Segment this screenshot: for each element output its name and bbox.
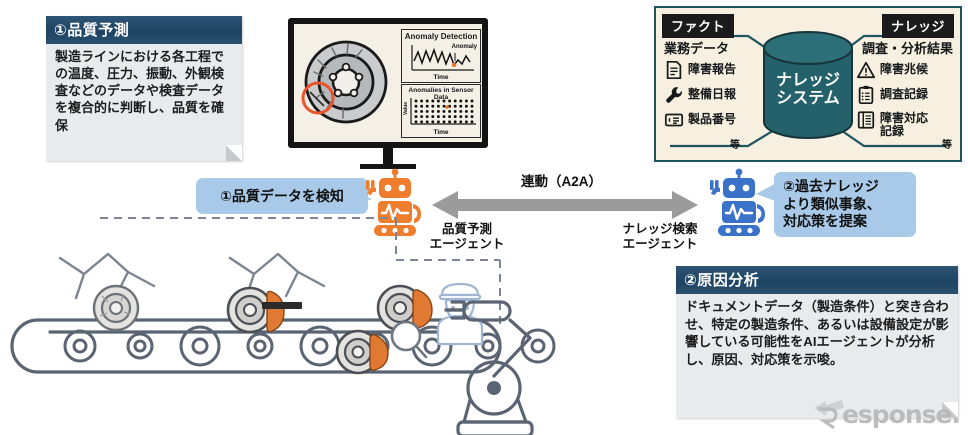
quality-agent-label-line1: 品質予測 [441, 222, 492, 236]
document-icon [666, 60, 682, 80]
quality-agent-label-line2: エージェント [429, 236, 505, 251]
knowledge-agent-label-line1: ナレッジ検索 [622, 222, 698, 236]
a2a-link-label: 連動（A2A） [521, 174, 603, 189]
cause-analysis-card-header: ②原因分析 [676, 266, 958, 294]
agent-to-inspection-dashed-link [100, 217, 501, 326]
response-watermark: esponse. [812, 399, 961, 430]
fact-item-incident-report: 障害報告 [664, 60, 736, 80]
warning-triangle-icon [856, 61, 876, 79]
monitor-screen: Anomaly Detection Anomaly Time Anomalies… [294, 24, 482, 142]
sensor-anomalies-chart: Anomalies in Sensor Data Value Time [401, 84, 481, 138]
knowledge-tab: ナレッジ [881, 14, 954, 38]
anomaly-detection-xlabel: Time [433, 74, 449, 81]
knowledge-column-title: 調査・分析結果 [861, 41, 953, 56]
knowledge-system-center-label: ナレッジ システム [758, 72, 858, 108]
knowledge-etc-label: 等 [942, 140, 952, 151]
quality-prediction-card-body: 製造ラインにおける各工程での温度、圧力、振動、外観検査などのデータや検査データを… [55, 49, 225, 133]
ticket-icon [664, 113, 684, 127]
anomaly-detection-chart: Anomaly Detection Anomaly Time [401, 29, 481, 83]
quality-prediction-agent-robot [366, 168, 421, 236]
center-label-line2: システム [776, 89, 840, 107]
fact-etc-label: 等 [730, 140, 740, 151]
quality-prediction-card: ①品質予測 製造ラインにおける各工程での温度、圧力、振動、外観検査などのデータや… [46, 16, 242, 161]
center-label-line1: ナレッジ [775, 72, 840, 89]
clipboard-icon [858, 85, 874, 105]
sensor-anomalies-chart-title: Anomalies in Sensor Data [408, 87, 474, 101]
knowledge-item-label: 障害兆候 [880, 62, 929, 76]
knowledge-search-agent-label: ナレッジ検索 エージェント [608, 222, 712, 252]
quality-bubble-tail [350, 190, 372, 208]
a2a-double-arrow [432, 191, 698, 219]
knowledge-bubble-tail [756, 182, 778, 202]
quality-prediction-agent-label: 品質予測 エージェント [422, 222, 512, 252]
fact-item-label: 製品番号 [688, 112, 737, 126]
knowledge-item-failure-response-record: 障害対応 記録 [856, 110, 928, 137]
ledger-icon [857, 111, 875, 129]
response-logo-icon [813, 400, 844, 430]
fact-item-label: 障害報告 [688, 62, 737, 76]
quality-data-detected-bubble: ①品質データを検知 [196, 178, 368, 214]
response-watermark-text: esponse. [841, 399, 961, 429]
knowledge-bubble-line3: 対応策を提案 [783, 213, 867, 230]
sensor-anomalies-xlabel: Time [433, 129, 449, 136]
fact-item-product-number: 製品番号 [664, 110, 736, 130]
anomaly-annotation-label: Anomaly [451, 44, 477, 50]
anomaly-detection-chart-title: Anomaly Detection [404, 32, 478, 41]
knowledge-database-cylinder [763, 31, 853, 139]
card-fold-corner [942, 402, 958, 418]
knowledge-search-agent-robot [710, 168, 765, 236]
cause-analysis-card: ②原因分析 ドキュメントデータ（製造条件）と突き合わせ、特定の製造条件、あるいは… [676, 266, 958, 418]
knowledge-item-failure-sign: 障害兆候 [856, 60, 928, 80]
knowledge-item-investigation-record: 調査記録 [856, 85, 928, 105]
fact-item-maintenance-log: 整備日報 [664, 85, 736, 105]
knowledge-bubble-line1: ②過去ナレッジ [783, 178, 879, 194]
knowledge-item-label: 障害対応 記録 [880, 111, 929, 138]
quality-prediction-card-header: ①品質予測 [46, 16, 242, 44]
fact-tab: ファクト [662, 14, 735, 38]
fact-item-label: 整備日報 [688, 87, 737, 101]
brake-rotor-illustration [301, 40, 388, 124]
knowledge-bubble-line2: より類似事象、 [783, 195, 881, 212]
fact-column-title: 業務データ [664, 41, 730, 56]
knowledge-item-label: 調査記録 [880, 87, 929, 101]
card-fold-corner [226, 145, 242, 161]
inspection-magnifier-group [335, 320, 428, 375]
knowledge-system-panel: ナレッジ システム ファクト ナレッジ 業務データ 調査・分析結果 障害報告 整… [654, 6, 962, 162]
monitor-display: Anomaly Detection Anomaly Time Anomalies… [288, 18, 488, 169]
articulated-robot-arm [444, 300, 534, 435]
cause-analysis-card-body: ドキュメントデータ（製造条件）と突き合わせ、特定の製造条件、あるいは設備設定が影… [685, 299, 949, 368]
monitor-stand [383, 148, 393, 166]
monitor-base [360, 164, 416, 169]
past-knowledge-proposal-bubble: ②過去ナレッジ より類似事象、 対応策を提案 [774, 172, 916, 237]
wrench-icon [666, 87, 682, 103]
knowledge-agent-label-line2: エージェント [622, 236, 698, 251]
